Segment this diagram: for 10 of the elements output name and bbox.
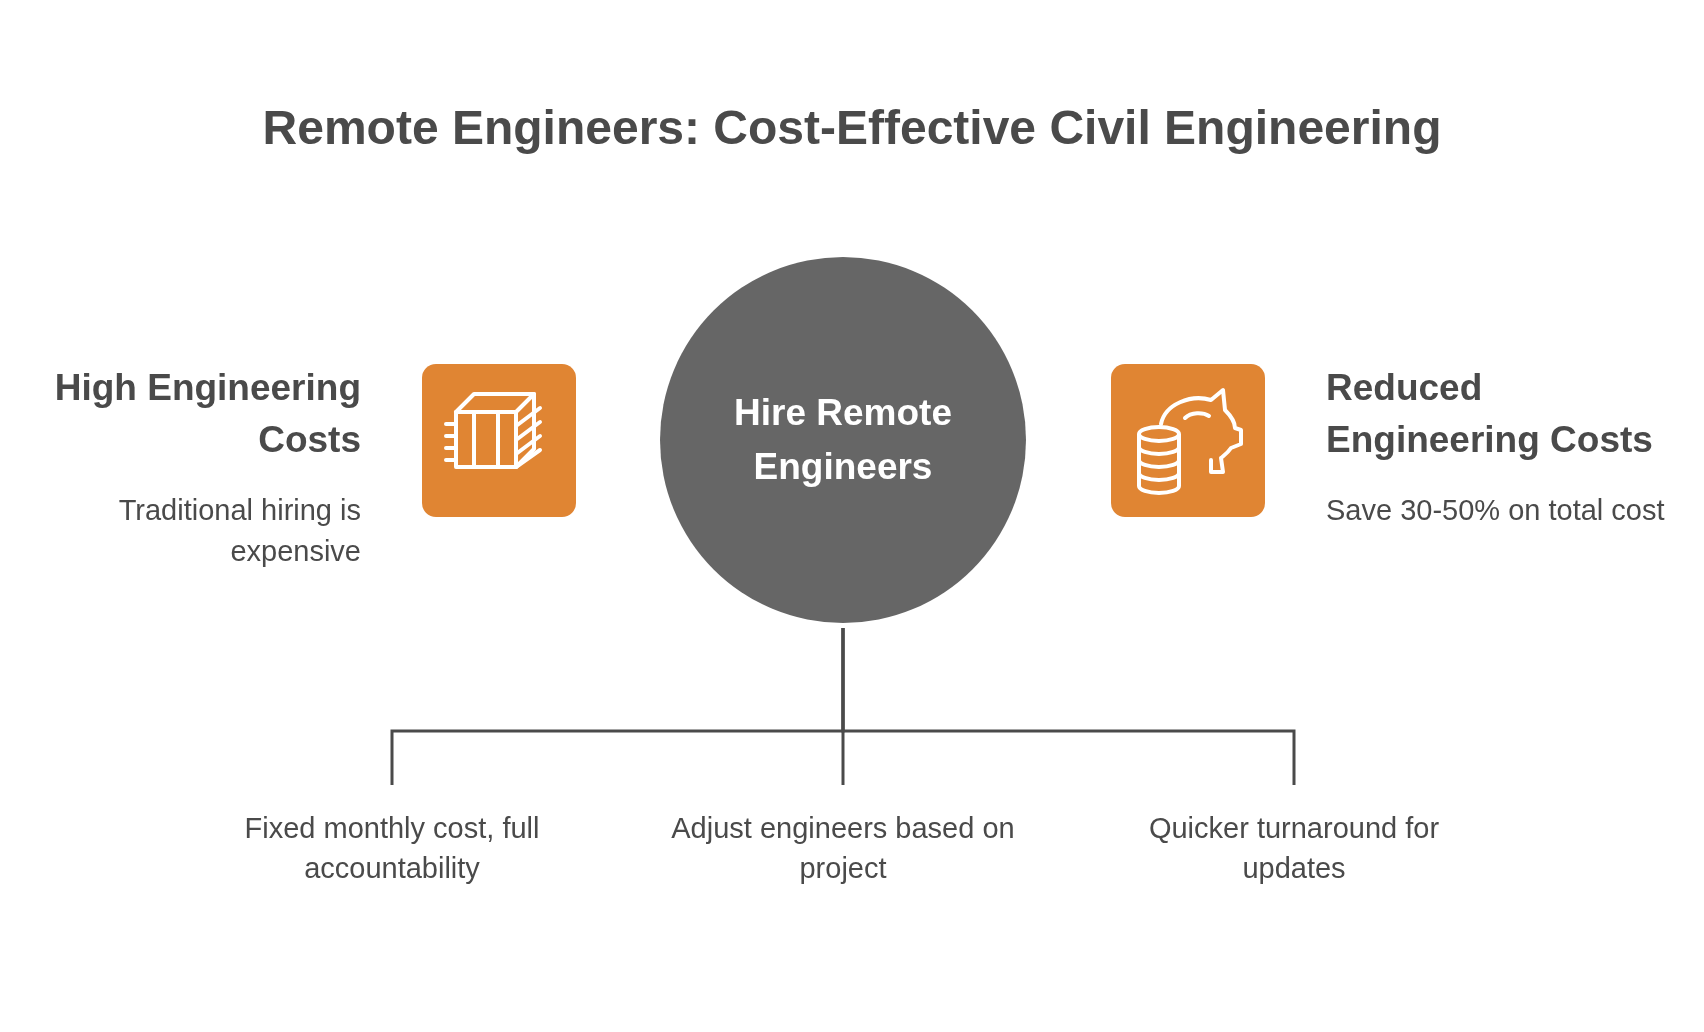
connector-line [841,628,1296,785]
branch-text: Fixed monthly cost, full accountability [202,808,582,889]
title: Remote Engineers: Cost-Effective Civil Engineering [261,100,1443,155]
description: Save 30-50% on total cost [1326,493,1666,528]
branch-text: Quicker turnaround for updates [1104,808,1484,889]
description: Traditional hiring is expensive [117,493,361,569]
node-label: Hire Remote Engineers [733,391,953,489]
heading: High Engineering Costs [53,366,361,462]
branch-text: Adjust engineers based on project [653,808,1033,889]
heading: Reduced Engineering Costs [1326,366,1654,462]
